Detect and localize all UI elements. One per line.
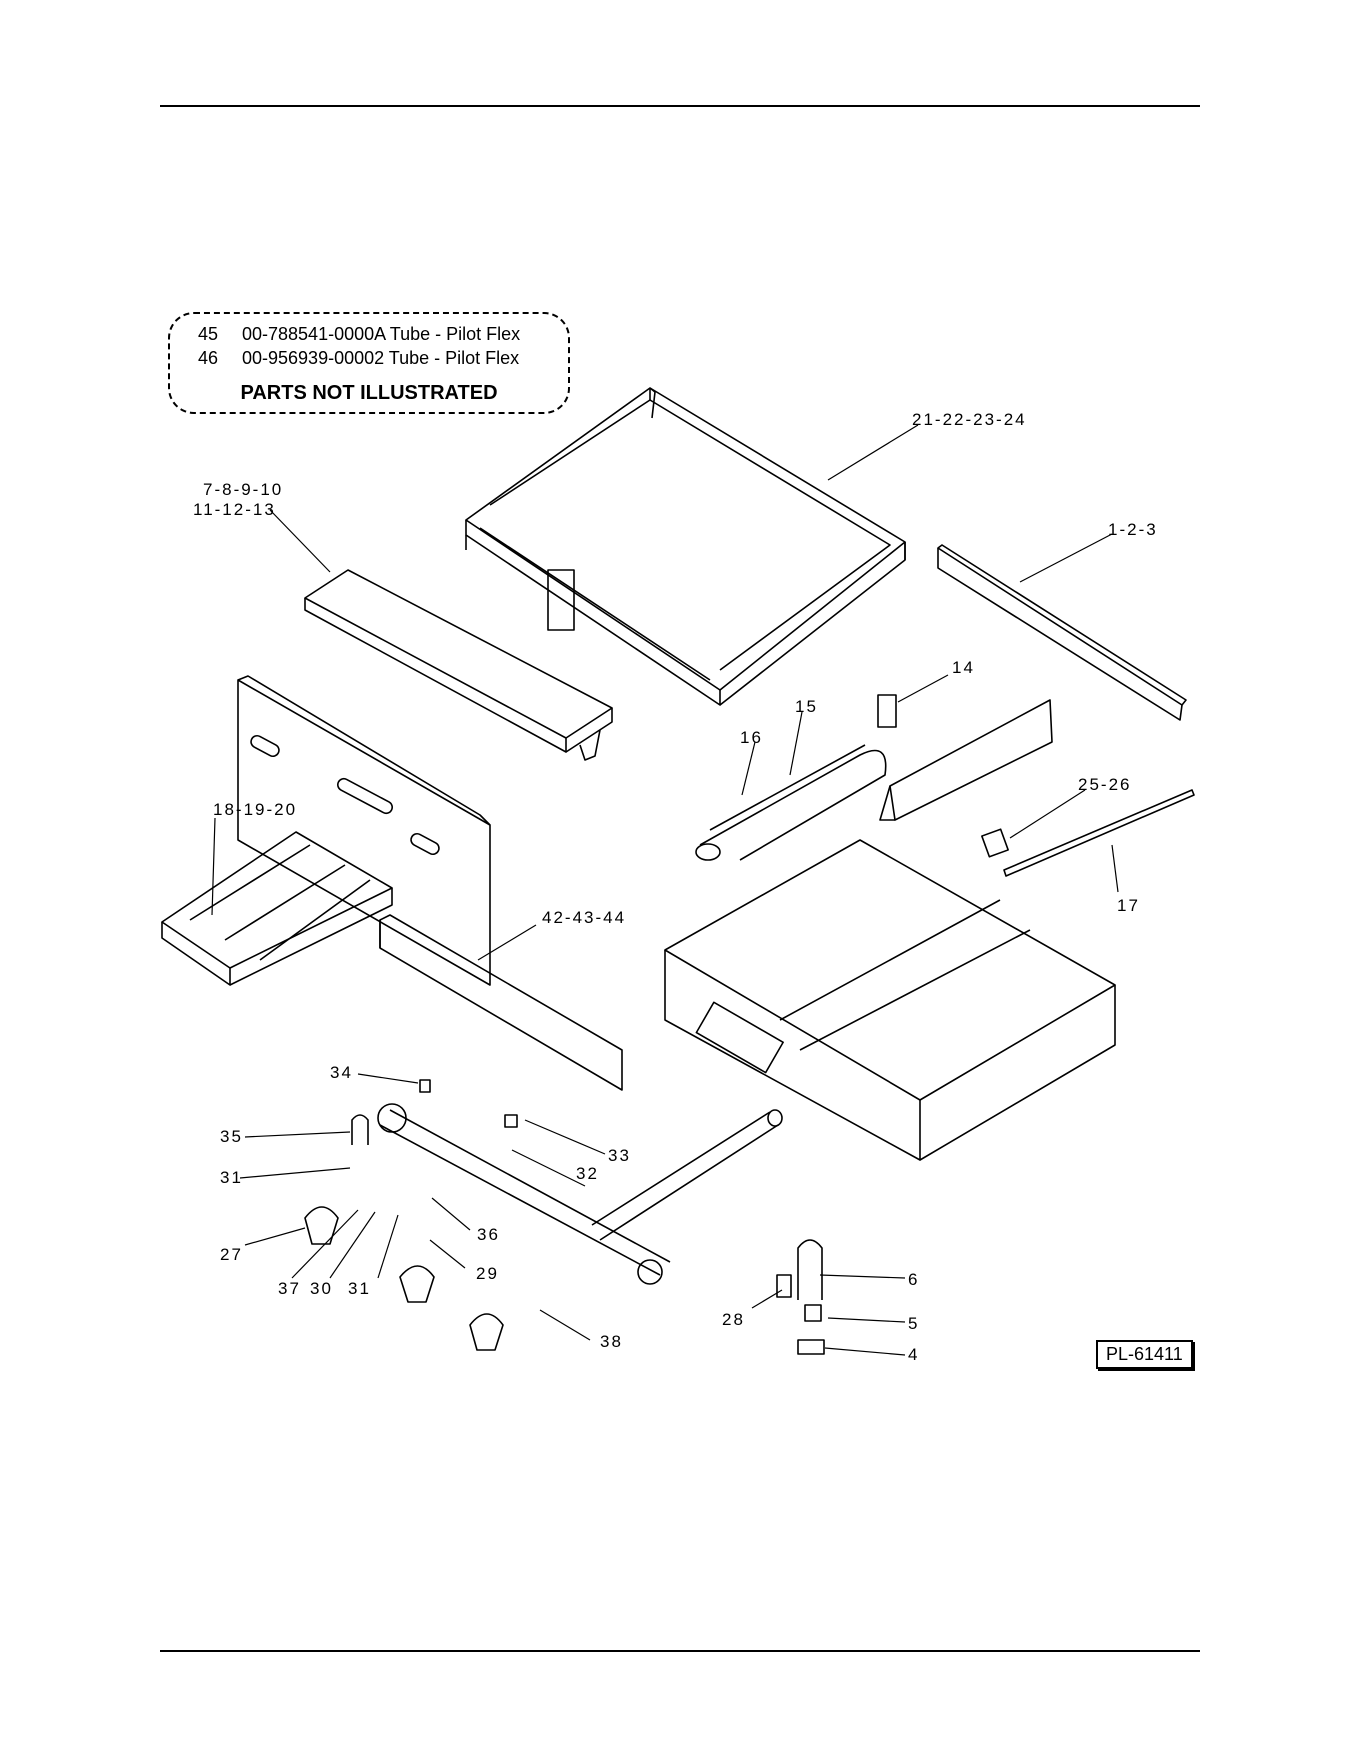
callout-38: 38 <box>600 1332 623 1352</box>
callout-35: 35 <box>220 1127 243 1147</box>
tube <box>352 1115 368 1145</box>
wind-guard <box>238 676 490 985</box>
callout-4: 4 <box>908 1345 919 1365</box>
callout-7-10: 7-8-9-10 <box>203 480 283 500</box>
drawing-id-label: PL-61411 <box>1096 1340 1193 1369</box>
chassis <box>665 840 1115 1160</box>
note-number: 46 <box>198 348 242 369</box>
callout-1-3: 1-2-3 <box>1108 520 1158 540</box>
callout-28: 28 <box>722 1310 745 1330</box>
callout-34: 34 <box>330 1063 353 1083</box>
callout-25-26: 25-26 <box>1078 775 1131 795</box>
callout-27: 27 <box>220 1245 243 1265</box>
manifold-pipe <box>378 1104 782 1284</box>
callout-29: 29 <box>476 1264 499 1284</box>
griddle-plate <box>466 388 905 705</box>
divider <box>880 700 1052 820</box>
burner-tube <box>696 745 886 860</box>
parts-not-illustrated-title: PARTS NOT ILLUSTRATED <box>170 382 568 405</box>
bracket <box>878 695 896 727</box>
callout-36: 36 <box>477 1225 500 1245</box>
callout-42-44: 42-43-44 <box>542 908 626 928</box>
callout-16: 16 <box>740 728 763 748</box>
callout-33: 33 <box>608 1146 631 1166</box>
leader-lines <box>212 425 1118 1355</box>
note-number: 45 <box>198 324 242 345</box>
callout-5: 5 <box>908 1314 919 1334</box>
callout-18-20: 18-19-20 <box>213 800 297 820</box>
bottom-rule <box>160 1650 1200 1652</box>
knob <box>400 1266 434 1302</box>
callout-11-13: 11-12-13 <box>193 500 276 520</box>
heat-shield <box>380 915 622 1090</box>
knob <box>305 1207 338 1244</box>
callout-14: 14 <box>952 658 975 678</box>
note-description: 00-956939-00002 Tube - Pilot Flex <box>242 348 519 368</box>
callout-37: 37 <box>278 1279 301 1299</box>
callout-17: 17 <box>1117 896 1140 916</box>
callout-31-lower: 31 <box>348 1279 371 1299</box>
fitting <box>505 1115 517 1127</box>
front-panel <box>305 570 612 760</box>
note-description: 00-788541-0000A Tube - Pilot Flex <box>242 324 520 344</box>
callout-32: 32 <box>576 1164 599 1184</box>
knob <box>470 1314 503 1350</box>
small-plate <box>982 829 1008 857</box>
callout-21-24: 21-22-23-24 <box>912 410 1027 430</box>
fitting <box>420 1080 430 1092</box>
callout-6: 6 <box>908 1270 919 1290</box>
gas-inlet <box>777 1240 824 1354</box>
back-rail <box>938 545 1186 720</box>
callout-30: 30 <box>310 1279 333 1299</box>
callout-15: 15 <box>795 697 818 717</box>
callout-31-upper: 31 <box>220 1168 243 1188</box>
strip <box>1004 790 1194 876</box>
